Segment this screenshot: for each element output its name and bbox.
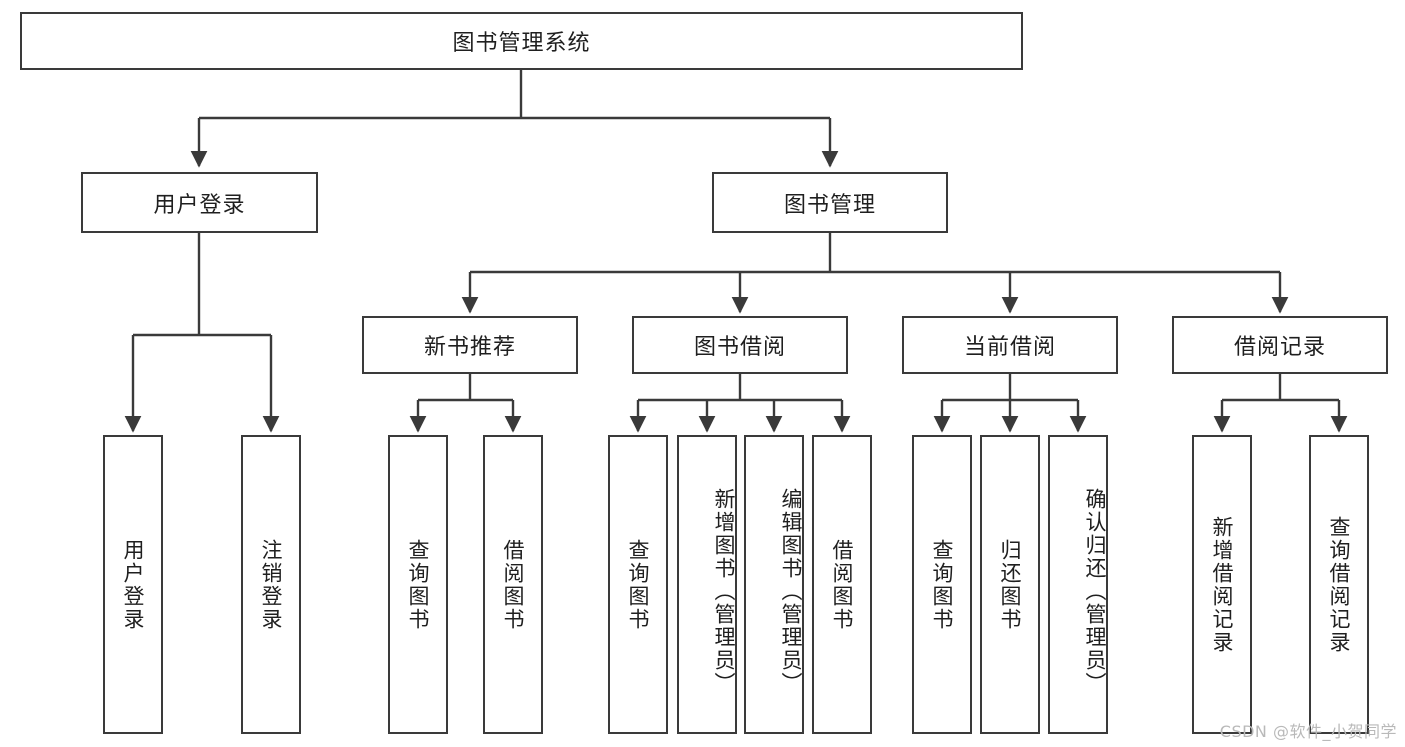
node-label: 编辑图书（管理员） [779, 488, 803, 695]
node-leaf-add-book[interactable]: 新增图书（管理员） [677, 435, 737, 734]
node-label: 用户登录 [121, 538, 146, 631]
node-book-manage[interactable]: 图书管理 [712, 172, 948, 233]
node-leaf-edit-book[interactable]: 编辑图书（管理员） [744, 435, 804, 734]
node-label: 新增图书（管理员） [712, 488, 736, 695]
node-current-borrow[interactable]: 当前借阅 [902, 316, 1118, 374]
node-label: 借阅记录 [1233, 335, 1326, 360]
node-leaf-add-borrow-record[interactable]: 新增借阅记录 [1192, 435, 1252, 734]
node-label: 借阅图书 [830, 538, 855, 631]
node-new-book-recommend[interactable]: 新书推荐 [362, 316, 578, 374]
node-label: 查询图书 [406, 538, 431, 631]
node-label: 图书管理系统 [452, 31, 591, 56]
node-leaf-return-book[interactable]: 归还图书 [980, 435, 1040, 734]
node-label: 查询图书 [930, 538, 955, 631]
node-root-book-management-system[interactable]: 图书管理系统 [20, 12, 1023, 70]
node-label: 确认归还（管理员） [1083, 488, 1107, 695]
node-leaf-query-book-recommend[interactable]: 查询图书 [388, 435, 448, 734]
node-leaf-query-borrow-record[interactable]: 查询借阅记录 [1309, 435, 1369, 734]
node-label: 借阅图书 [501, 538, 526, 631]
node-label: 图书管理 [783, 192, 876, 218]
node-leaf-query-book-current[interactable]: 查询图书 [912, 435, 972, 734]
node-label: 注销登录 [259, 538, 284, 631]
node-label: 当前借阅 [963, 335, 1056, 360]
node-label: 用户登录 [153, 192, 246, 218]
node-leaf-query-book-borrow[interactable]: 查询图书 [608, 435, 668, 734]
node-leaf-user-login[interactable]: 用户登录 [103, 435, 163, 734]
node-borrow-record[interactable]: 借阅记录 [1172, 316, 1388, 374]
node-label: 图书借阅 [693, 335, 786, 360]
node-leaf-borrow-book[interactable]: 借阅图书 [812, 435, 872, 734]
node-label: 查询借阅记录 [1327, 515, 1352, 654]
node-leaf-user-logout[interactable]: 注销登录 [241, 435, 301, 734]
node-label: 归还图书 [998, 538, 1023, 631]
node-label: 新书推荐 [423, 335, 516, 360]
node-user-login[interactable]: 用户登录 [81, 172, 318, 233]
node-leaf-borrow-book-recommend[interactable]: 借阅图书 [483, 435, 543, 734]
node-label: 查询图书 [626, 538, 651, 631]
node-leaf-confirm-return[interactable]: 确认归还（管理员） [1048, 435, 1108, 734]
node-book-borrow[interactable]: 图书借阅 [632, 316, 848, 374]
node-label: 新增借阅记录 [1210, 515, 1235, 654]
